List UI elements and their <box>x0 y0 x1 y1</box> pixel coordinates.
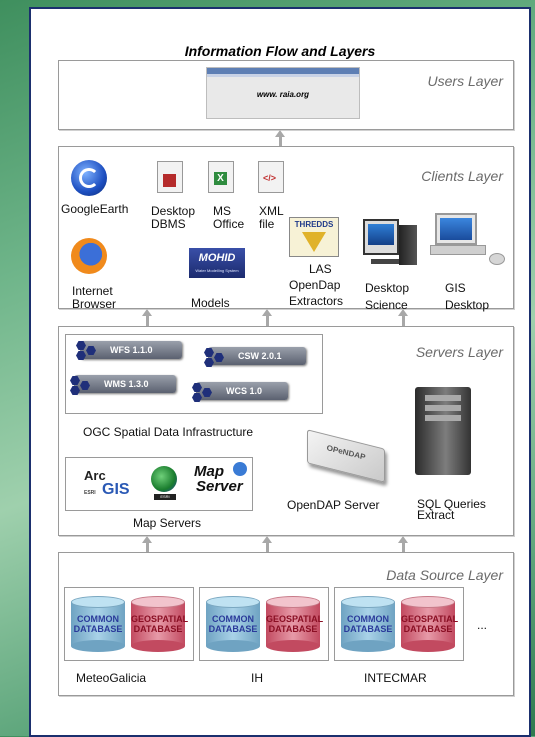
hex-icon <box>70 386 80 395</box>
models-label: Models <box>191 296 230 310</box>
csw-service: CSW 2.0.1 <box>208 347 306 365</box>
opendap-server-icon: OPeNDAP <box>307 429 385 483</box>
laptop-icon <box>435 213 477 245</box>
excel-file-icon: X <box>208 161 234 193</box>
users-layer: www. raia.org Users Layer <box>58 60 514 130</box>
hex-icon <box>202 388 212 397</box>
servers-layer: Servers Layer WFS 1.1.0 CSW 2.0.1 WMS 1.… <box>58 326 514 536</box>
keyboard-icon <box>371 259 399 264</box>
esri-globe-icon <box>151 466 177 492</box>
dbms-file-icon <box>157 161 183 193</box>
hex-icon <box>70 376 80 385</box>
hex-icon <box>214 353 224 362</box>
website-url: www. raia.org <box>256 90 310 99</box>
wms-service: WMS 1.3.0 <box>74 375 176 393</box>
esri-badge: ESRI <box>154 494 176 500</box>
diagram-title: Information Flow and Layers <box>184 43 376 59</box>
google-earth-label: GoogleEarth <box>61 202 129 216</box>
wfs-service: WFS 1.1.0 <box>80 341 182 359</box>
desktop-monitor-icon <box>363 219 399 255</box>
data-source-layer-title: Data Source Layer <box>386 567 503 583</box>
server-tower-icon <box>415 387 471 475</box>
mouse-icon <box>489 253 505 265</box>
diagram-frame: Information Flow and Layers www. raia.or… <box>29 7 531 737</box>
ogc-services-box: WFS 1.1.0 CSW 2.0.1 WMS 1.3.0 WCS 1.0 <box>65 334 323 414</box>
ogc-label: OGC Spatial Data Infrastructure <box>83 425 254 439</box>
hex-icon <box>192 383 202 392</box>
source-label-meteogalicia: MeteoGalicia <box>76 671 147 685</box>
website-thumbnail: www. raia.org <box>206 67 360 119</box>
google-earth-icon <box>71 160 107 196</box>
users-layer-title: Users Layer <box>427 73 503 89</box>
source-label-ih: IH <box>251 671 263 685</box>
hex-icon <box>76 341 86 350</box>
servers-layer-title: Servers Layer <box>415 344 503 360</box>
map-servers-label: Map Servers <box>133 516 202 530</box>
firefox-icon <box>71 238 107 274</box>
xml-file-icon: </> <box>258 161 284 193</box>
arcgis-logo: Arc GIS ESRI <box>84 468 130 498</box>
hex-icon <box>204 348 214 357</box>
hex-icon <box>86 346 96 355</box>
thredds-logo: THREDDS <box>289 217 339 257</box>
more-sources-ellipsis: ... <box>477 618 488 632</box>
wcs-service: WCS 1.0 <box>196 382 288 400</box>
opendap-label: OpenDAP Server <box>287 498 380 512</box>
clients-layer-title: Clients Layer <box>421 168 503 184</box>
mohid-logo: MOHID Water Modelling System <box>189 248 245 278</box>
source-label-intecmar: INTECMAR <box>364 671 427 685</box>
hex-icon <box>192 393 202 402</box>
desktop-tower-icon <box>399 225 417 265</box>
laptop-base <box>430 245 486 255</box>
hex-icon <box>76 351 86 360</box>
mapserver-globe-icon <box>233 462 247 476</box>
hex-icon <box>80 381 90 390</box>
hex-icon <box>204 358 214 367</box>
